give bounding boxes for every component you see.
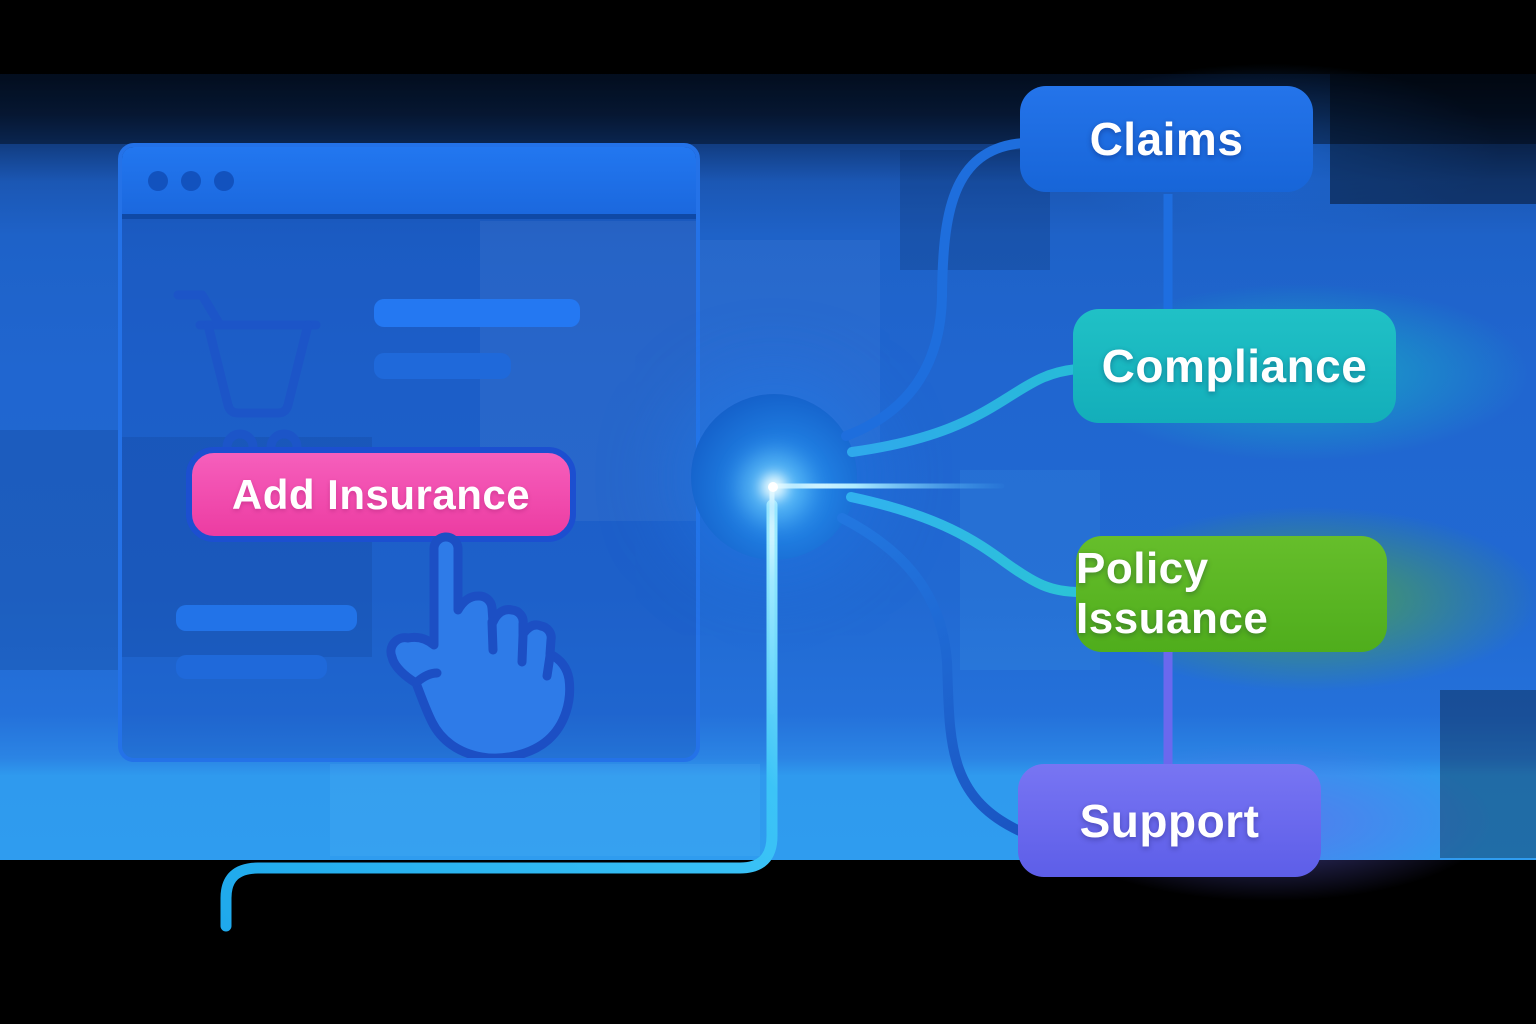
lens-flare-icon [734,453,1009,715]
node-support: Support [1018,764,1321,877]
text-placeholder-bar [374,353,511,379]
add-insurance-button[interactable]: Add Insurance [186,447,576,542]
connector-hub-policy [846,492,1085,597]
window-dot-icon [181,170,201,191]
window-titlebar [122,147,696,219]
connector-hub-support [837,513,1027,837]
node-claims: Claims [1020,86,1313,192]
browser-window: Add Insurance [118,143,700,762]
text-placeholder-bar [374,299,580,327]
window-dot-icon [214,170,234,191]
node-policy-issuance: Policy Issuance [1076,536,1387,652]
text-placeholder-bar [176,605,357,631]
window-dot-icon [148,170,168,191]
node-compliance: Compliance [1073,309,1396,423]
hand-pointer-icon [386,532,575,758]
accent-light-line [220,499,778,932]
text-placeholder-bar [176,655,327,679]
connector-hub-claims [841,138,1029,441]
connector-hub-compliance [847,364,1082,457]
